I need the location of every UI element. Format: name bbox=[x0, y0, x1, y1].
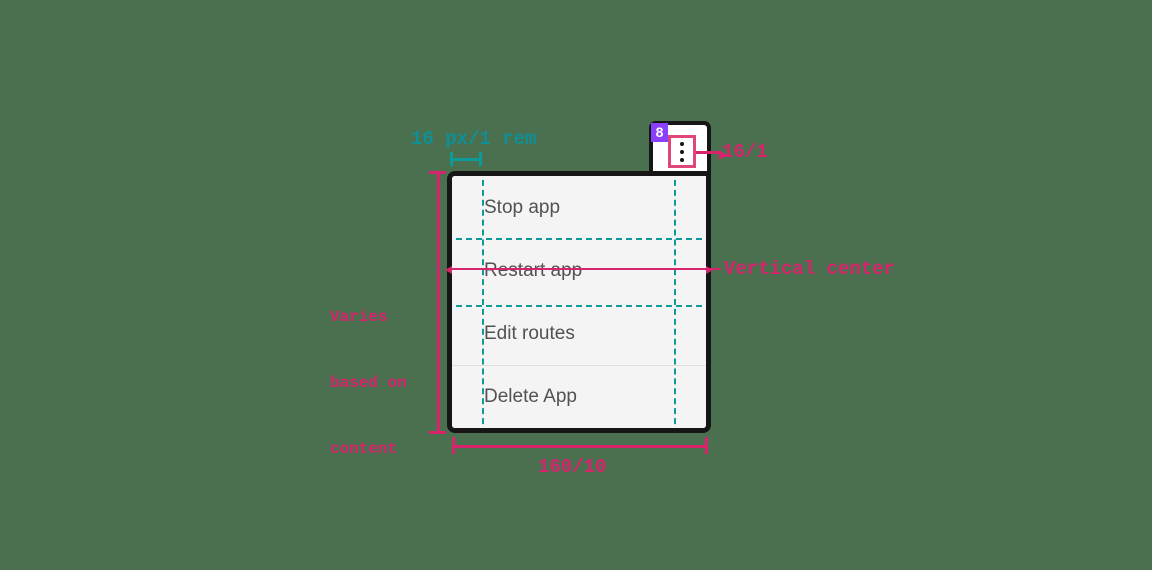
notification-badge: 8 bbox=[651, 123, 668, 142]
kebab-spec-label: 16/1 bbox=[722, 141, 768, 163]
menu-item-label: Stop app bbox=[484, 196, 561, 218]
guide-horizontal-top bbox=[452, 238, 706, 240]
vertical-center-arrow bbox=[707, 268, 721, 270]
height-spec-line-1: Varies bbox=[330, 308, 388, 326]
kebab-measure-arrow bbox=[696, 150, 727, 160]
height-measure-cap-bottom bbox=[429, 431, 446, 434]
height-spec-label: Varies based on content bbox=[330, 262, 407, 504]
width-measure-cap-right bbox=[705, 437, 708, 454]
overflow-menu-panel: Stop app Restart app Edit routes Delete … bbox=[447, 171, 711, 433]
padding-spec-label: 16 px/1 rem bbox=[411, 128, 537, 150]
guide-horizontal-bottom bbox=[452, 305, 706, 307]
bracket-bar bbox=[450, 158, 482, 161]
guide-vertical-right bbox=[674, 176, 676, 428]
menu-item-edit-routes[interactable]: Edit routes bbox=[452, 302, 706, 365]
vertical-center-label: Vertical center bbox=[724, 258, 896, 280]
vertical-center-line bbox=[445, 266, 713, 274]
kebab-dot bbox=[680, 157, 684, 162]
menu-item-label: Edit routes bbox=[484, 322, 575, 344]
padding-measure-bracket bbox=[450, 152, 482, 166]
height-spec-line-2: based on bbox=[330, 374, 407, 392]
height-measure-cap-top bbox=[429, 171, 446, 174]
width-measure-cap-left bbox=[452, 437, 455, 454]
bracket-end-right bbox=[479, 152, 482, 166]
overflow-menu-vertical-icon[interactable] bbox=[668, 135, 696, 168]
menu-item-stop-app[interactable]: Stop app bbox=[452, 176, 706, 239]
height-spec-line-3: content bbox=[330, 440, 398, 458]
width-spec-label: 160/10 bbox=[538, 456, 607, 478]
kebab-dot bbox=[680, 149, 684, 154]
menu-item-restart-app[interactable]: Restart app bbox=[452, 239, 706, 302]
menu-item-label: Restart app bbox=[484, 259, 583, 281]
kebab-dot bbox=[680, 141, 684, 146]
guide-vertical-left bbox=[482, 176, 484, 428]
menu-item-delete-app[interactable]: Delete App bbox=[452, 365, 706, 428]
menu-item-label: Delete App bbox=[484, 385, 577, 407]
width-measure-line bbox=[452, 445, 705, 448]
height-measure-line bbox=[437, 171, 440, 433]
menu-item-list: Stop app Restart app Edit routes Delete … bbox=[452, 176, 706, 428]
